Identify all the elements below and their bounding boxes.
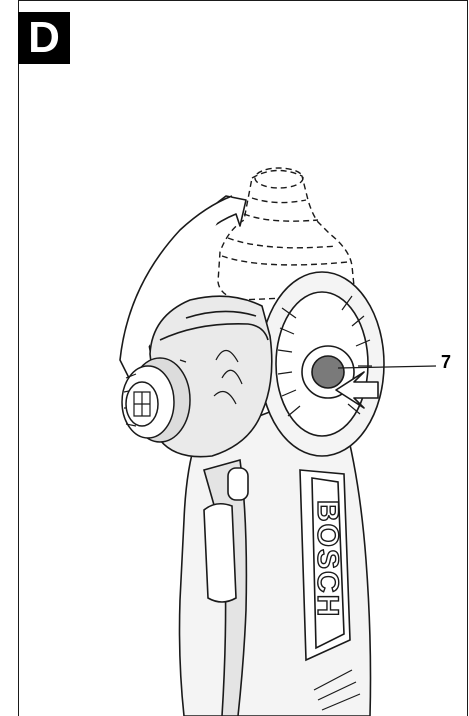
bit-holder — [121, 357, 191, 443]
push-arrow-icon — [335, 371, 379, 409]
panel-letter: D — [18, 12, 70, 64]
figure-frame — [18, 0, 468, 716]
brand-logo: BOSCH — [311, 500, 344, 618]
lock-button-icon — [301, 345, 355, 399]
callout-line — [337, 365, 437, 369]
tool-handle — [178, 399, 372, 716]
callout-label-7: 7 — [441, 352, 452, 372]
ghost-head-outline — [217, 167, 355, 301]
